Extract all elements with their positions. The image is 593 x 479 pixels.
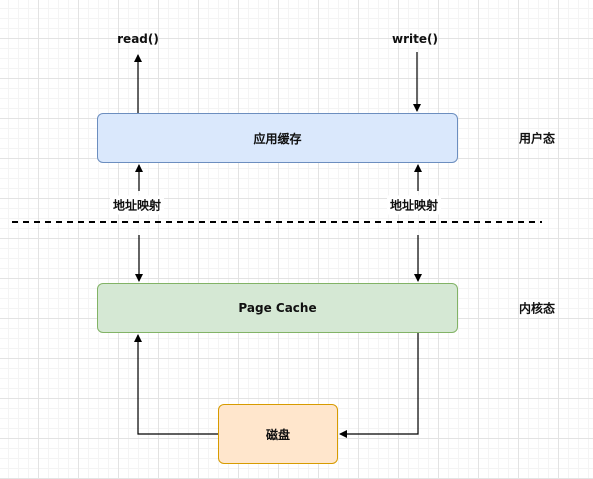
write-label: write()	[392, 32, 438, 46]
page-cache-label: Page Cache	[238, 301, 317, 315]
disk-to-pagecache-arrow	[134, 334, 218, 435]
user-mode-label: 用户态	[518, 131, 556, 146]
app-cache-label: 应用缓存	[253, 131, 302, 146]
right-mapping-label: 地址映射	[386, 195, 442, 215]
left-mapping-label: 地址映射	[109, 195, 165, 215]
kernel-mode-label: 内核态	[518, 301, 556, 316]
disk-label: 磁盘	[265, 427, 290, 442]
read-label: read()	[117, 32, 159, 46]
page-cache-box: Page Cache	[97, 283, 458, 333]
pagecache-to-disk-arrow	[339, 333, 419, 438]
disk-box: 磁盘	[218, 404, 338, 464]
app-cache-box: 应用缓存	[97, 113, 458, 163]
